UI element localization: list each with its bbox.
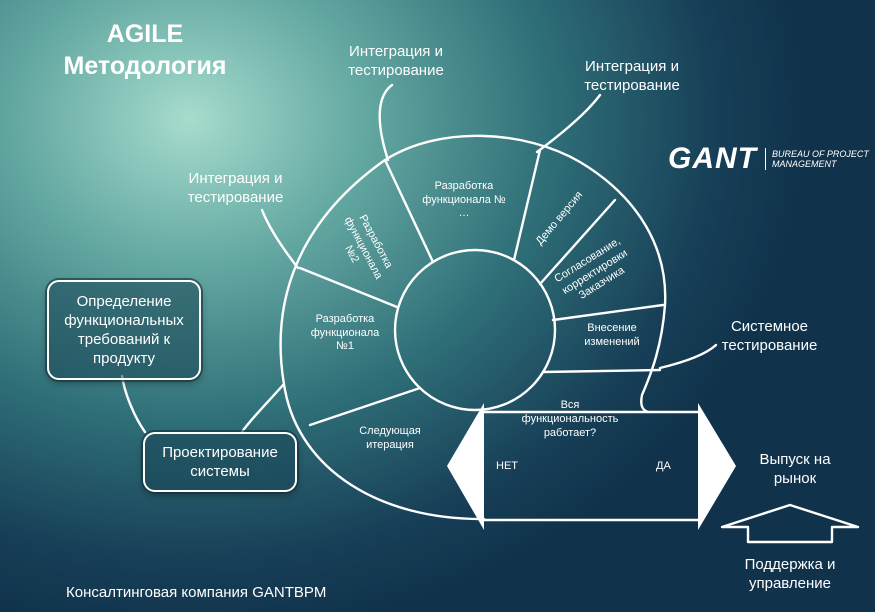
support-arrow [720,503,860,544]
outer-spiral [279,134,667,521]
leader-system-testing [658,343,718,370]
logo-name: GANT [668,142,757,175]
logo-divider [765,148,766,170]
leader-integration-1 [378,83,394,162]
divider-2 [512,148,542,262]
divider-3 [538,198,617,286]
leader-to-design [240,383,285,434]
footer-company: Консалтинговая компания GANTBPM [66,584,327,601]
page-title: AGILE Методология [0,18,290,82]
yes-arrow [698,403,736,530]
title-line-2: Методология [63,52,227,80]
decision-yes-label: ДА [656,460,671,472]
divider-6 [298,266,399,309]
leader-integration-3 [260,208,300,270]
leader-req-to-design [120,374,147,434]
divider-7 [308,386,422,427]
divider-1 [383,158,435,264]
divider-5 [541,368,662,374]
divider-4 [551,303,665,322]
no-arrow [447,403,484,530]
leader-integration-2 [535,93,602,154]
title-line-1: AGILE [106,20,184,48]
decision-no-label: НЕТ [496,460,518,472]
inner-circle [393,248,557,412]
